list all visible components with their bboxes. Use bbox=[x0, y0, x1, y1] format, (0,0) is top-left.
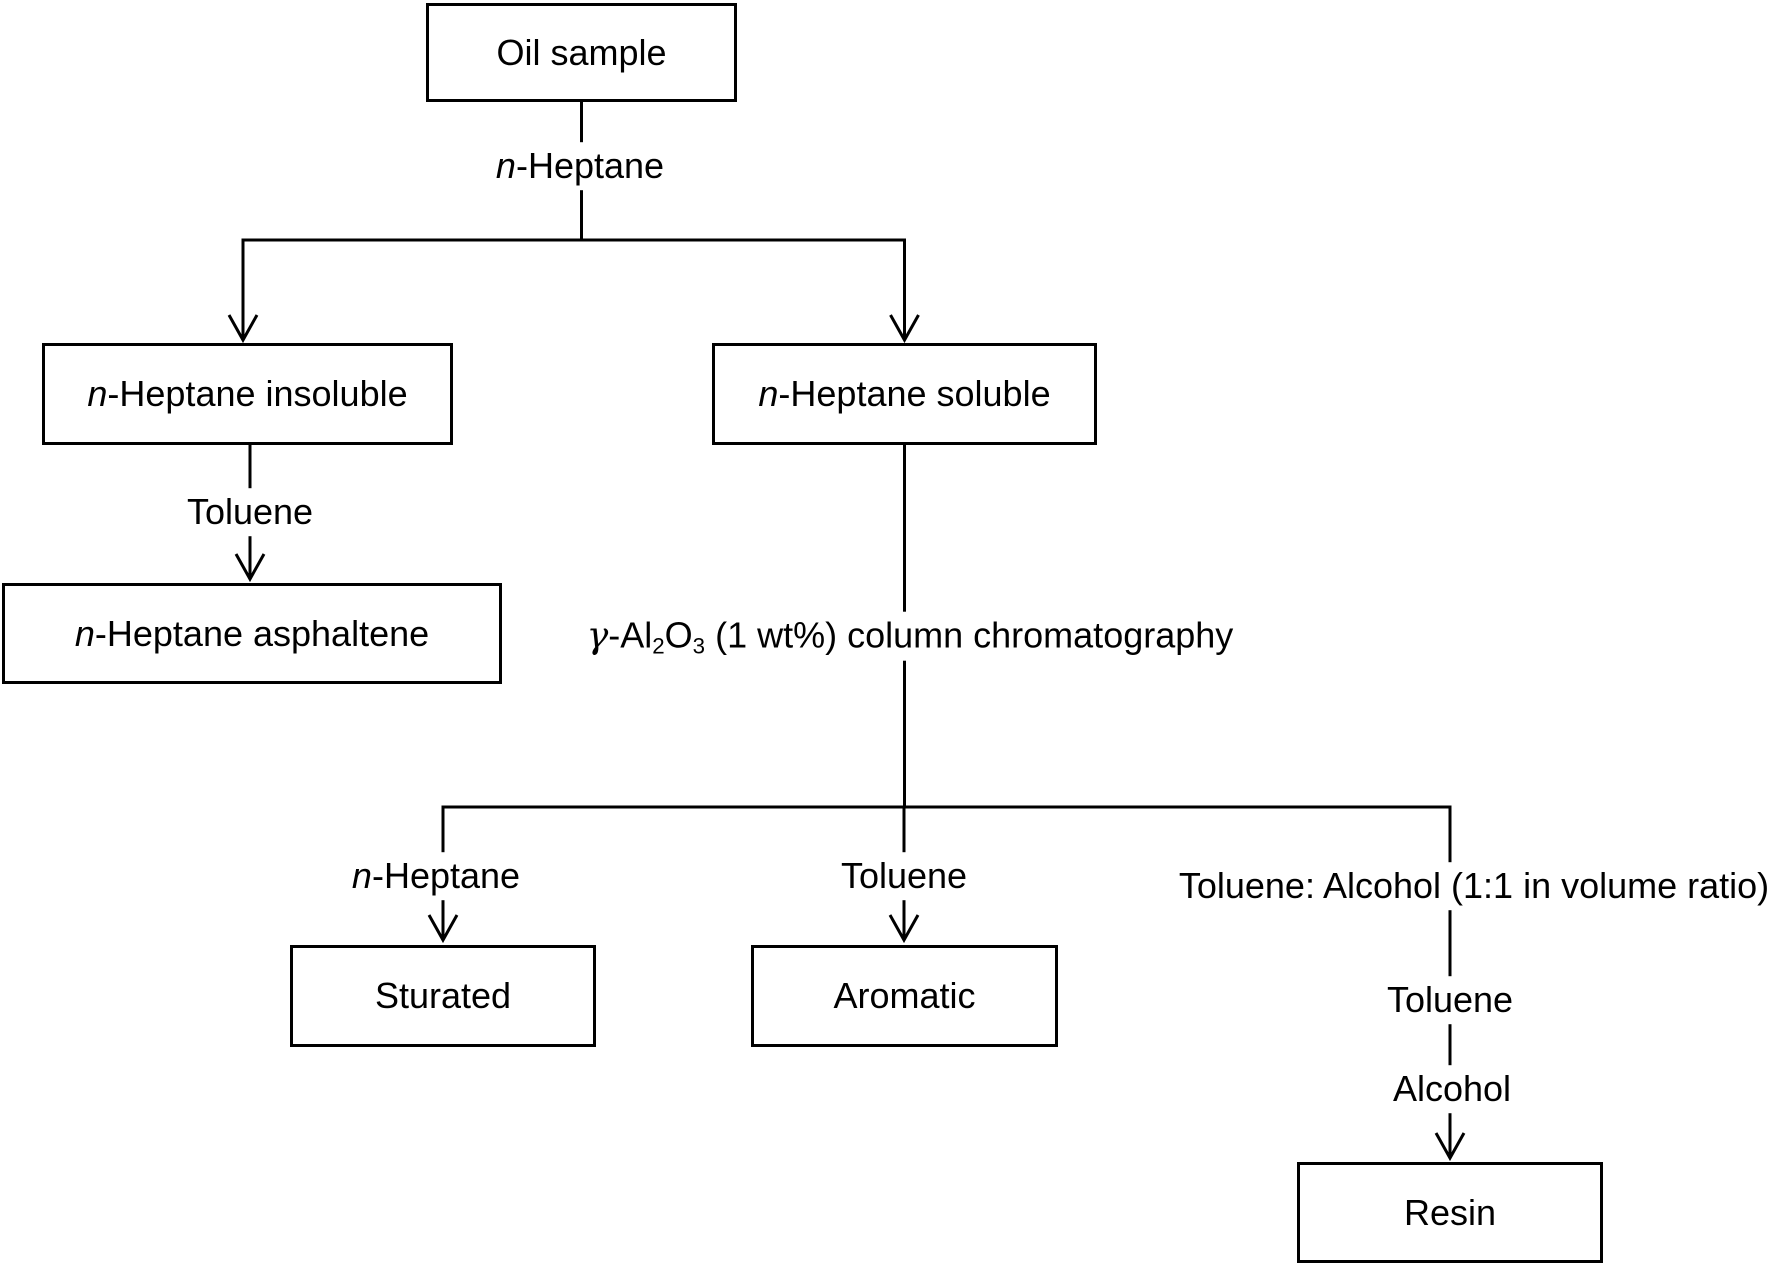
subscript-2: 2 bbox=[652, 633, 665, 659]
edge-label-text: (1 wt%) column chromatography bbox=[705, 614, 1234, 656]
box-resin: Resin bbox=[1297, 1162, 1603, 1263]
arrowhead-insoluble bbox=[227, 314, 259, 344]
arrowhead-soluble bbox=[889, 314, 920, 344]
box-n-heptane-soluble: n-Heptane soluble bbox=[712, 343, 1097, 445]
box-label: Resin bbox=[1403, 1191, 1497, 1233]
edge-label-toluene-left: Toluene bbox=[178, 488, 322, 536]
arrowhead-saturated bbox=[427, 914, 459, 944]
edge-label-text: -Heptane bbox=[371, 855, 521, 897]
box-label-italic-n: n bbox=[74, 612, 95, 654]
subscript-3: 3 bbox=[692, 633, 706, 659]
edge-label-toluene-mid: Toluene bbox=[832, 852, 976, 900]
box-label-italic-n: n bbox=[87, 373, 108, 415]
edge-label-alcohol: Alcohol bbox=[1384, 1065, 1520, 1113]
edge-label-text: -Al bbox=[608, 614, 653, 656]
edge-label-italic-n: n bbox=[495, 145, 516, 187]
box-label: Aromatic bbox=[833, 975, 976, 1017]
box-aromatic: Aromatic bbox=[751, 945, 1058, 1047]
box-n-heptane-insoluble: n-Heptane insoluble bbox=[42, 343, 453, 445]
edge-label-toluene-alcohol-ratio: Toluene: Alcohol (1:1 in volume ratio) bbox=[1170, 862, 1773, 910]
box-saturated: Sturated bbox=[290, 945, 596, 1047]
box-label: -Heptane soluble bbox=[778, 373, 1051, 415]
box-label: -Heptane insoluble bbox=[107, 373, 408, 415]
edge-label-text: -Heptane bbox=[515, 145, 665, 187]
arrowhead-asphaltene bbox=[234, 553, 266, 583]
box-n-heptane-asphaltene: n-Heptane asphaltene bbox=[2, 583, 502, 684]
edge-label-n-heptane-top: n-Heptane bbox=[487, 142, 673, 190]
split-bar-top bbox=[241, 238, 906, 338]
edge-label-text: O bbox=[664, 614, 693, 656]
arrowhead-resin bbox=[1434, 1132, 1466, 1162]
edge-label-toluene-right: Toluene bbox=[1378, 976, 1522, 1024]
edge-label-chromatography: γ-Al2O3 (1 wt%) column chromatography bbox=[578, 611, 1242, 661]
box-label: -Heptane asphaltene bbox=[94, 612, 430, 654]
arrowhead-aromatic bbox=[888, 914, 920, 944]
gamma-symbol: γ bbox=[586, 615, 609, 657]
box-label: Sturated bbox=[374, 975, 512, 1017]
edge-label-italic-n: n bbox=[351, 855, 372, 897]
box-oil-sample: Oil sample bbox=[426, 3, 737, 102]
box-label: Oil sample bbox=[496, 31, 667, 73]
box-label-italic-n: n bbox=[758, 373, 779, 415]
edge-label-n-heptane-bottom: n-Heptane bbox=[343, 852, 529, 900]
